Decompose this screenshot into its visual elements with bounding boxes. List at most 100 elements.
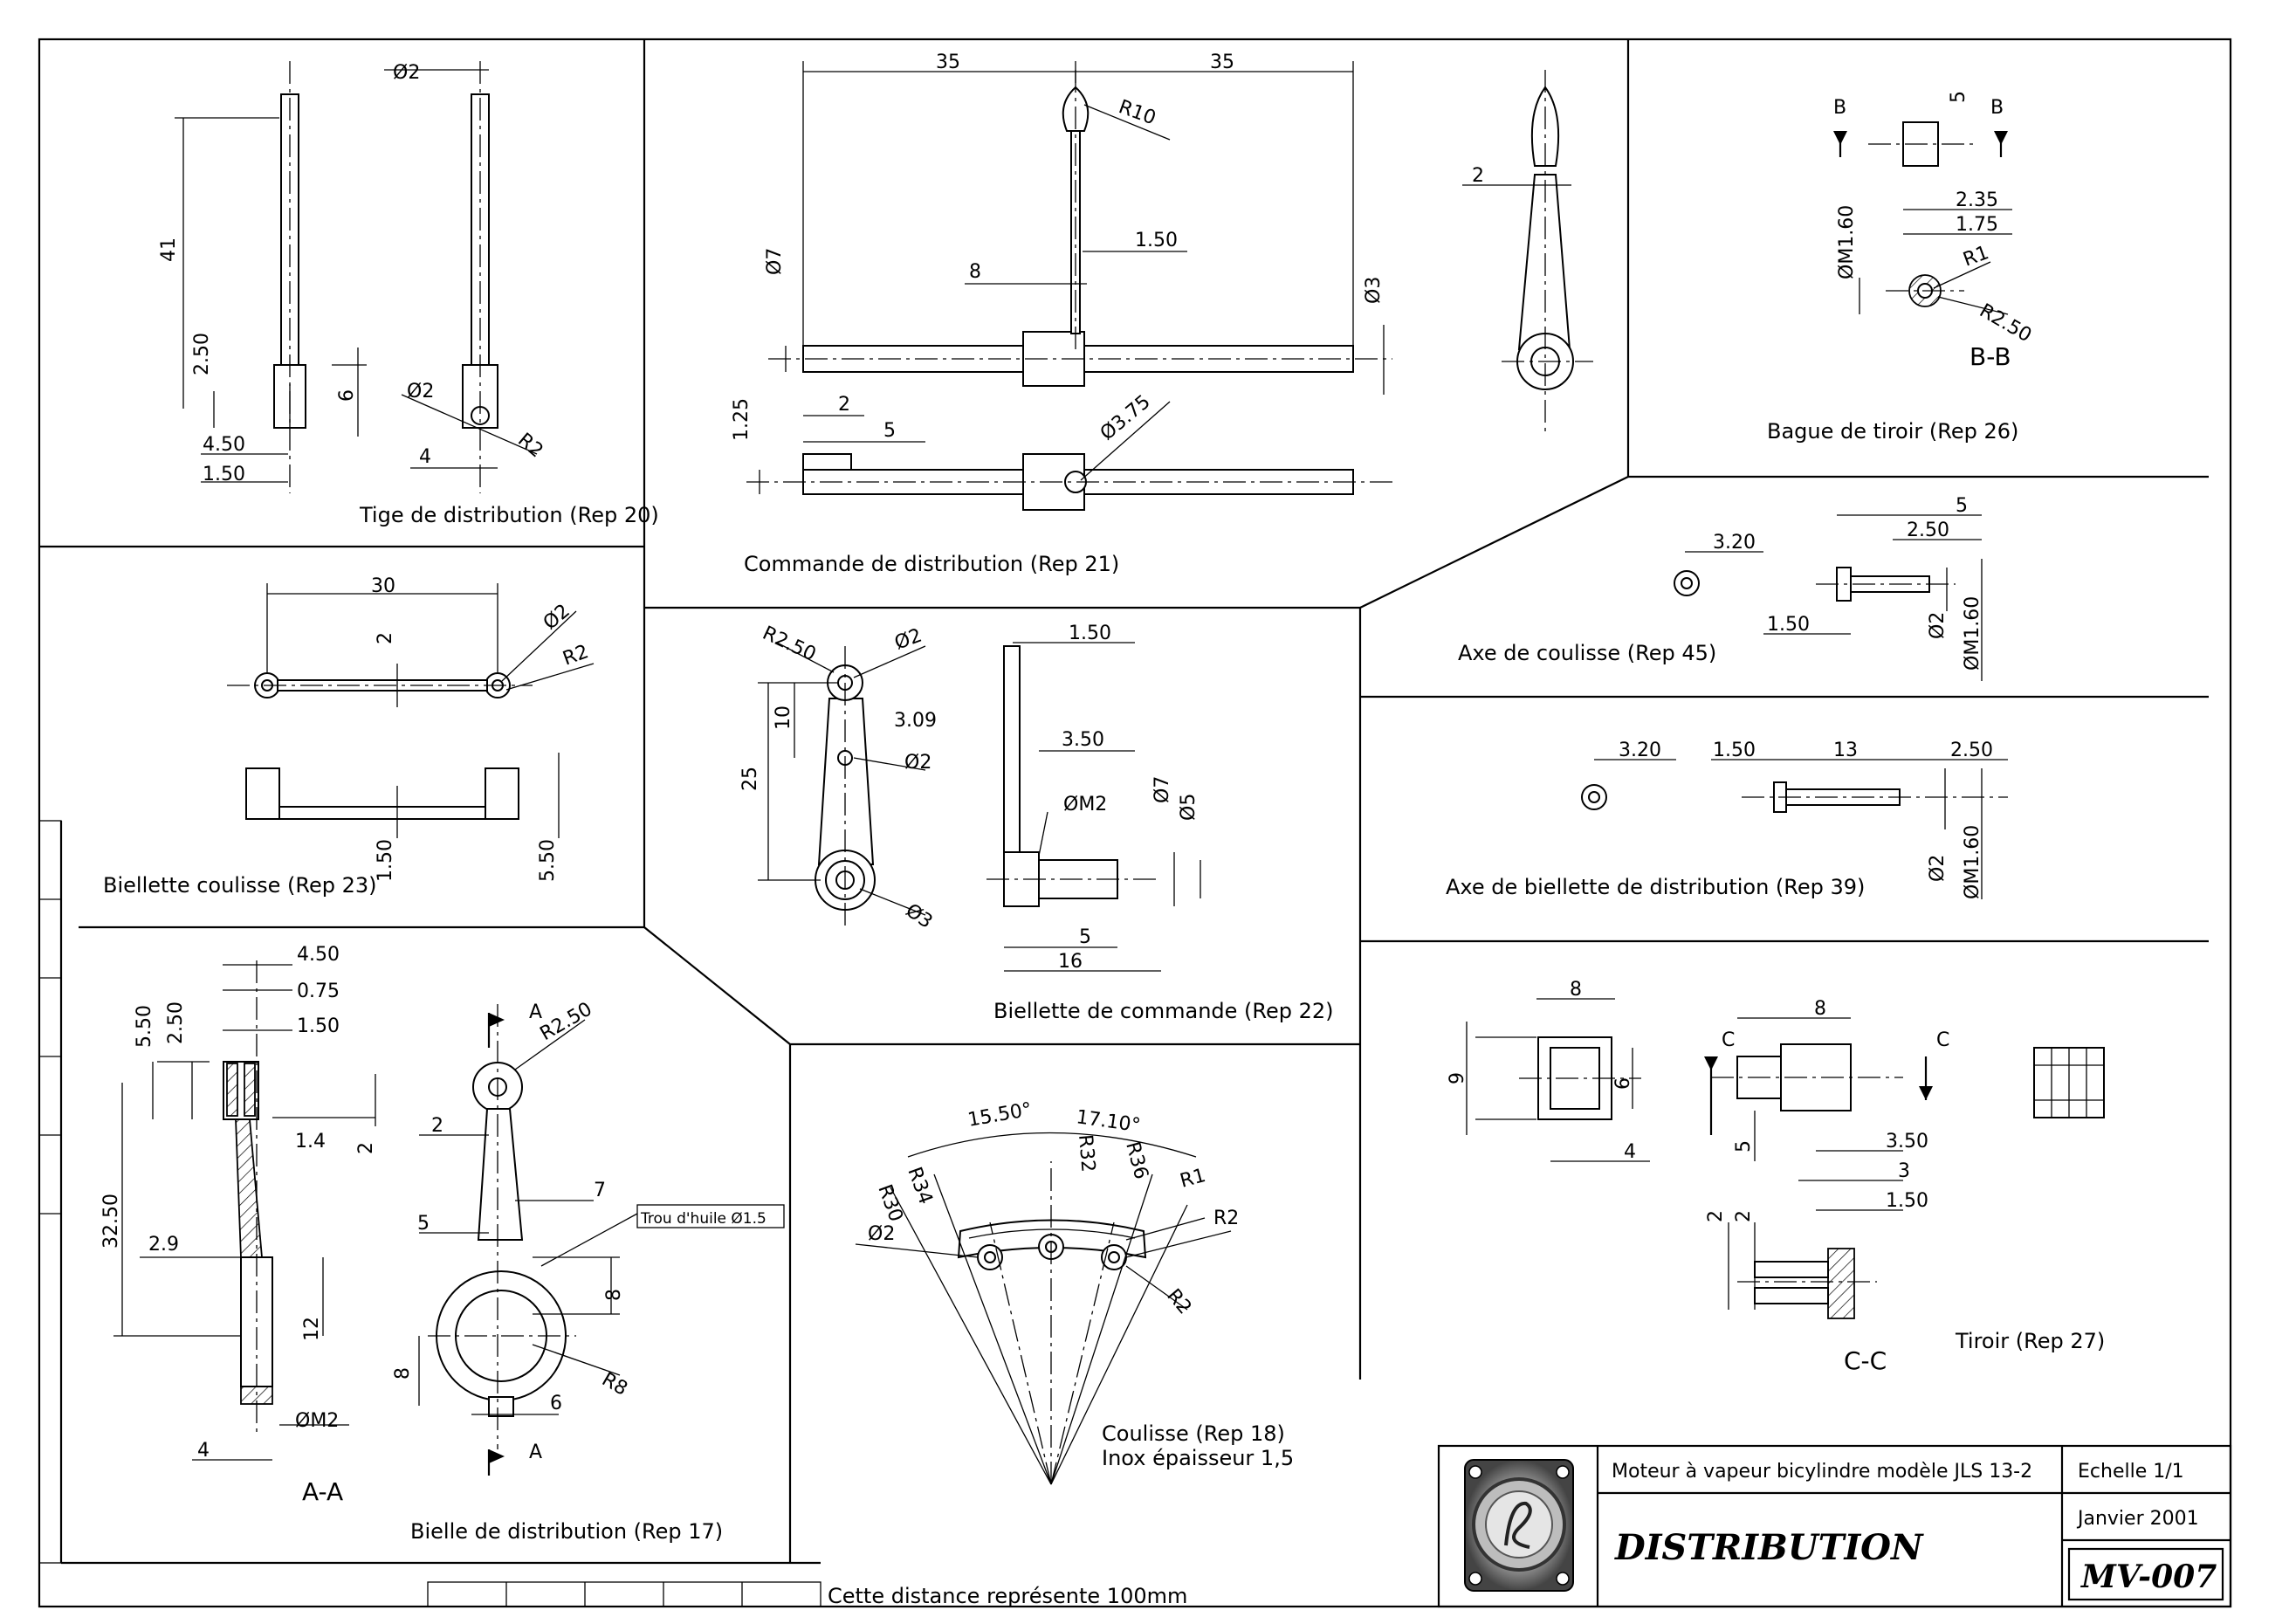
dim-rep17-4: 4 — [197, 1440, 210, 1462]
dim-rep23-30: 30 — [371, 575, 395, 597]
dim-rep26-1-75: 1.75 — [1956, 214, 1998, 236]
dim-rep18-r2a: R2 — [1213, 1208, 1239, 1229]
dim-rep17-side2: 2 — [431, 1115, 443, 1137]
dim-rep17-r8: R8 — [598, 1369, 631, 1400]
view-rep22-biellette-commande — [758, 642, 1201, 972]
dim-rep45-5: 5 — [1956, 495, 1968, 517]
dim-rep27-8b: 8 — [1814, 998, 1826, 1020]
dim-rep20-phi2: Ø2 — [407, 381, 434, 403]
title-block-project: Moteur à vapeur bicylindre modèle JLS 13… — [1612, 1461, 2032, 1483]
dim-rep21-phi7: Ø7 — [764, 248, 786, 275]
title-block-code: MV-007 — [2079, 1559, 2217, 1595]
dim-rep39-1-50: 1.50 — [1713, 740, 1756, 761]
dim-rep17-2: 2 — [355, 1142, 377, 1154]
dim-rep27-4: 4 — [1624, 1141, 1636, 1163]
dim-rep26-r2-50: R2.50 — [1976, 300, 2035, 348]
view-rep21-commande — [746, 61, 1593, 511]
dim-rep18-17-10: 17.10° — [1075, 1106, 1142, 1137]
caption-rep22: Biellette de commande (Rep 22) — [993, 999, 1334, 1023]
dim-rep17-phim2: ØM2 — [295, 1410, 339, 1432]
dim-rep22-10: 10 — [773, 705, 794, 730]
dim-rep26-phim1-60: ØM1.60 — [1836, 205, 1858, 279]
dim-rep23-2: 2 — [375, 632, 396, 644]
dim-rep21-r10: R10 — [1116, 96, 1158, 129]
section-label-b-b: B-B — [1969, 342, 2011, 371]
caption-rep17: Bielle de distribution (Rep 17) — [410, 1519, 723, 1544]
dim-rep45-phi2: Ø2 — [1927, 612, 1949, 639]
dim-rep27-8a: 8 — [1570, 979, 1582, 1001]
dim-rep21-side2: 2 — [1472, 165, 1484, 187]
dim-rep22-phi5: Ø5 — [1178, 794, 1200, 821]
dim-rep20-1-50: 1.50 — [203, 464, 245, 485]
dim-rep17-1-50: 1.50 — [297, 1015, 340, 1037]
dim-rep21-35a: 35 — [936, 52, 960, 73]
label-rep17-a2: A — [529, 1442, 542, 1463]
view-rep20-tige — [175, 61, 538, 493]
caption-rep45: Axe de coulisse (Rep 45) — [1458, 641, 1716, 665]
label-rep27-c2: C — [1936, 1029, 1949, 1051]
caption-rep21: Commande de distribution (Rep 21) — [744, 552, 1119, 576]
dim-rep21-5: 5 — [883, 420, 896, 442]
dim-rep17-0-75: 0.75 — [297, 981, 340, 1002]
dim-rep21-2: 2 — [838, 394, 850, 416]
caption-rep27: Tiroir (Rep 27) — [1955, 1329, 2105, 1353]
dim-rep45-1-50: 1.50 — [1767, 614, 1810, 636]
label-rep17-a1: A — [529, 1001, 542, 1023]
view-rep26-bague — [1833, 121, 2012, 315]
label-rep26-b1: B — [1833, 97, 1846, 119]
dim-rep45-phim1-60: ØM1.60 — [1962, 596, 1983, 671]
dim-rep22-25: 25 — [739, 767, 761, 791]
dim-rep17-2-50: 2.50 — [165, 1001, 187, 1044]
dim-rep18-15-50: 15.50° — [966, 1098, 1034, 1131]
dim-rep18-r1: R1 — [1178, 1165, 1208, 1193]
dim-rep39-phi2: Ø2 — [1927, 855, 1949, 882]
section-label-c-c: C-C — [1844, 1346, 1887, 1375]
dim-rep21-8: 8 — [969, 261, 981, 283]
dim-rep20-4: 4 — [419, 446, 431, 468]
dim-rep22-3-09: 3.09 — [894, 710, 937, 732]
dim-rep17-2-9: 2.9 — [148, 1234, 179, 1256]
dim-rep17-8b: 8 — [392, 1367, 414, 1380]
dim-rep23-5-50: 5.50 — [537, 839, 559, 882]
dim-rep27-5: 5 — [1733, 1140, 1755, 1153]
dim-rep21-1-50: 1.50 — [1135, 230, 1178, 251]
caption-rep39: Axe de biellette de distribution (Rep 39… — [1446, 875, 1865, 899]
dim-rep17-32-50: 32.50 — [100, 1194, 122, 1249]
dim-rep21-1-25: 1.25 — [731, 398, 753, 441]
dim-rep27-3: 3 — [1898, 1160, 1910, 1182]
dim-rep22-phi3: Ø3 — [902, 899, 937, 932]
dim-rep22-phi7: Ø7 — [1151, 776, 1173, 803]
dim-rep20-6: 6 — [336, 389, 358, 402]
dim-rep27-2b: 2 — [1733, 1210, 1755, 1222]
dim-rep22-1-50: 1.50 — [1069, 623, 1111, 644]
dim-rep26-2-35: 2.35 — [1956, 189, 1998, 211]
dim-rep17-1-4: 1.4 — [295, 1131, 326, 1153]
dim-rep22-phi2b: Ø2 — [904, 752, 931, 774]
caption-rep20: Tige de distribution (Rep 20) — [359, 503, 659, 527]
dim-rep27-2a: 2 — [1705, 1210, 1727, 1222]
dim-rep45-3-20: 3.20 — [1713, 532, 1756, 554]
caption-rep18: Coulisse (Rep 18) — [1102, 1421, 1285, 1446]
dim-rep17-5: 5 — [417, 1213, 430, 1235]
view-rep23-biellette-coulisse — [227, 583, 595, 838]
dim-rep27-3-50: 3.50 — [1886, 1131, 1928, 1153]
title-block-title: DISTRIBUTION — [1614, 1527, 1924, 1568]
dim-rep26-r1: R1 — [1961, 242, 1992, 272]
dim-rep22-phim2: ØM2 — [1063, 794, 1107, 815]
label-rep26-b2: B — [1990, 97, 2004, 119]
caption-rep18-material: Inox épaisseur 1,5 — [1102, 1446, 1294, 1470]
view-rep39-axe-biellette — [1581, 759, 2008, 899]
dim-rep18-r32: R32 — [1074, 1133, 1099, 1173]
dim-rep17-12: 12 — [301, 1317, 323, 1341]
dim-rep23-1-50: 1.50 — [375, 839, 396, 882]
caption-rep26: Bague de tiroir (Rep 26) — [1767, 419, 2018, 444]
dim-rep18-r30: R30 — [873, 1182, 906, 1225]
dim-rep27-6: 6 — [1612, 1077, 1634, 1090]
view-rep17-bielle — [113, 960, 785, 1476]
dim-rep39-3-20: 3.20 — [1619, 740, 1661, 761]
dim-rep20-r2: R2 — [513, 429, 547, 462]
title-block — [1437, 1444, 2232, 1608]
dim-rep17-6: 6 — [550, 1393, 562, 1414]
dim-rep17-4-50: 4.50 — [297, 944, 340, 966]
